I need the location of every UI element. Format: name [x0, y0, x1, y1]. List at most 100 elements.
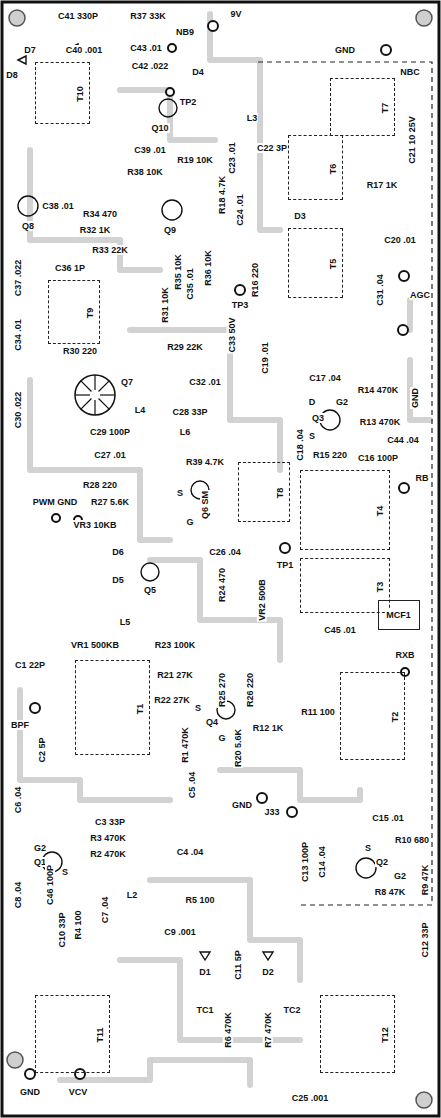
- pin-label: Q8: [21, 221, 35, 231]
- component-label: C21 10 25V: [407, 115, 417, 165]
- pin-label: Q10: [150, 123, 169, 133]
- pin-label: G: [217, 733, 226, 743]
- transformer-outline: T8: [238, 462, 290, 522]
- pin-label: L5: [119, 617, 132, 627]
- component-label: C23 .01: [227, 141, 237, 175]
- pin-label: GND: [334, 45, 356, 55]
- pin-label: Q4: [205, 717, 219, 727]
- component-label: C11 5P: [233, 949, 243, 981]
- component-label: C13 100P: [300, 841, 310, 883]
- component-label: R29 22K: [166, 342, 204, 352]
- pin-label: G2: [393, 871, 407, 881]
- component-label: C15 .01: [371, 813, 405, 823]
- component-label: R38 10K: [126, 167, 164, 177]
- component-label: R20 5.6K: [233, 728, 243, 768]
- component-label: C39 .01: [133, 145, 167, 155]
- pin-label: L6: [179, 427, 192, 437]
- pin-label: D5: [111, 575, 125, 585]
- pin-label: TP3: [231, 300, 250, 310]
- component-label: C26 .04: [208, 547, 242, 557]
- component-label: R28 220: [82, 480, 118, 490]
- pin-label: D2: [261, 967, 275, 977]
- component-label: R15 220: [312, 450, 348, 460]
- component-label: R17 1K: [366, 180, 399, 190]
- pin-label: Q2: [375, 857, 389, 867]
- pin-label: S: [308, 431, 316, 441]
- component-label: C46 100P: [45, 864, 55, 906]
- transformer-outline: T10: [35, 62, 90, 124]
- component-label: C27 .01: [93, 450, 127, 460]
- component-label: R39 4.7K: [185, 457, 225, 467]
- component-label: C12 33P: [420, 921, 430, 958]
- component-label: C34 .01: [13, 318, 23, 352]
- component-label: Q6 SM: [200, 490, 210, 520]
- pin-label: S: [364, 843, 372, 853]
- pin-label: L3: [246, 113, 259, 123]
- pin-label: L2: [126, 890, 139, 900]
- component-label: R31 10K: [160, 286, 170, 324]
- pin-label: L4: [134, 405, 147, 415]
- component-label: C6 .04: [13, 786, 23, 815]
- component-label: C32 .01: [188, 377, 222, 387]
- component-label: C7 .04: [100, 896, 110, 925]
- transformer-outline: T9: [48, 280, 100, 344]
- component-label: R19 10K: [176, 155, 214, 165]
- component-label: C36 1P: [54, 263, 86, 273]
- part-label: T12: [380, 1026, 390, 1044]
- pin-label: D8: [5, 70, 19, 80]
- component-label: R35 10K: [173, 253, 183, 291]
- part-label: T11: [95, 1026, 105, 1043]
- component-label: C22 3P: [256, 143, 288, 153]
- component-label: C37 .022: [13, 259, 23, 298]
- component-label: C19 .01: [260, 341, 270, 375]
- component-label: R1 470K: [180, 726, 190, 764]
- transformer-outline: T12: [320, 995, 395, 1073]
- pin-label: S: [176, 488, 184, 498]
- pin-label: S: [61, 867, 69, 877]
- pin-label: TC2: [282, 1005, 301, 1015]
- component-label: C10 33P: [57, 911, 67, 948]
- component-label: C20 .01: [383, 235, 417, 245]
- component-label: R21 27K: [156, 670, 194, 680]
- component-label: C43 .01: [129, 43, 163, 53]
- transformer-outline: T5: [288, 228, 343, 298]
- component-label: R7 470K: [263, 1011, 273, 1049]
- component-label: R24 470: [217, 567, 227, 603]
- component-label: VR1 500KB: [70, 640, 120, 650]
- part-label: T3: [375, 580, 385, 593]
- component-label: C29 100P: [89, 427, 131, 437]
- component-label: C44 .04: [386, 435, 420, 445]
- component-label: R10 680: [394, 835, 430, 845]
- component-label: C31 .04: [375, 273, 385, 307]
- component-label: C42 .022: [131, 61, 170, 71]
- component-label: R32 1K: [79, 225, 112, 235]
- pin-label: TP1: [276, 560, 295, 570]
- transistor-symbol: [73, 373, 117, 417]
- pin-label: RXB: [394, 650, 415, 660]
- component-label: C2 5P: [37, 736, 47, 763]
- component-label: C8 .04: [13, 881, 23, 910]
- pin-label: GND: [410, 387, 420, 409]
- component-label: R25 270: [217, 672, 227, 708]
- part-label: T4: [375, 505, 385, 518]
- component-label: R5 100: [184, 895, 215, 905]
- part-label: T8: [275, 487, 285, 500]
- pin-label: S: [194, 703, 202, 713]
- component-label: R16 220: [250, 262, 260, 298]
- pin-label: AGC: [409, 290, 431, 300]
- transistor-outline: Q7: [73, 373, 117, 417]
- component-label: C28 33P: [171, 407, 208, 417]
- pin-label: GND: [231, 800, 253, 810]
- component-label: R6 470K: [223, 1011, 233, 1049]
- component-label: R34 470: [82, 209, 118, 219]
- part-label: T10: [75, 85, 85, 103]
- component-label: C18 .04: [295, 428, 305, 462]
- component-label: C25 .001: [291, 1093, 330, 1103]
- component-label: C41 330P: [57, 11, 99, 21]
- component-label: C1 22P: [14, 660, 46, 670]
- pin-label: RB: [415, 473, 430, 483]
- pin-label: GND: [19, 1087, 41, 1097]
- part-label: MCF1: [385, 610, 412, 620]
- pin-label: D7: [23, 45, 37, 55]
- transformer-outline: T11: [35, 995, 110, 1073]
